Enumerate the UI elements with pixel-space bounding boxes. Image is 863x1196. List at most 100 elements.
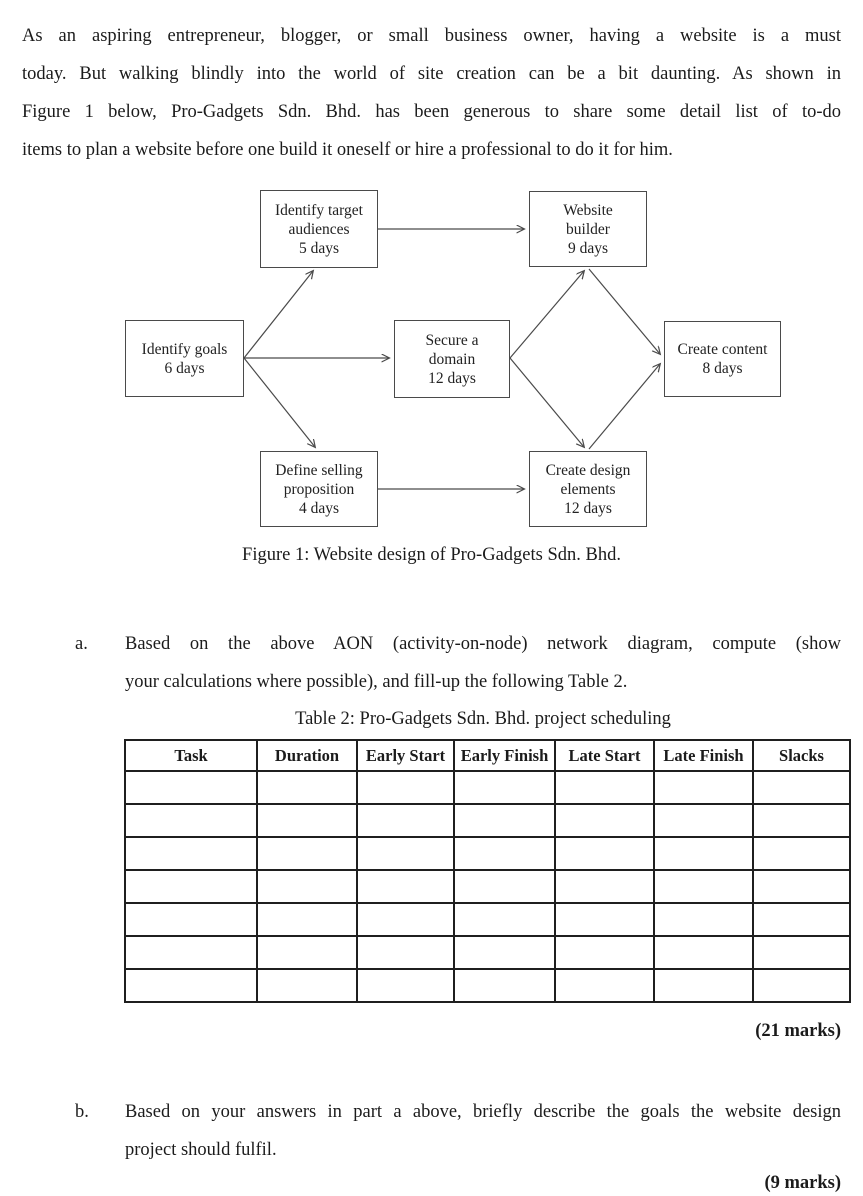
table-cell <box>356 968 455 1003</box>
question-b-line: project should fulfil. <box>125 1140 277 1160</box>
table-cell <box>256 803 358 838</box>
col-header-early-finish: Early Finish <box>453 739 556 772</box>
table-cell <box>453 902 556 937</box>
question-a-label: a. <box>75 634 88 654</box>
table-cell <box>752 869 851 904</box>
scheduling-table: Task Duration Early Start Early Finish L… <box>124 739 851 1003</box>
arrow-domain-to-builder <box>509 271 584 359</box>
table-cell <box>752 770 851 805</box>
node-label: Identify goals <box>141 340 228 358</box>
node-label: Define selling proposition <box>275 461 363 498</box>
table-cell <box>453 869 556 904</box>
table-cell <box>256 935 358 970</box>
table-cell <box>124 935 258 970</box>
table-body <box>124 770 851 1003</box>
table-cell <box>356 869 455 904</box>
table-cell <box>124 902 258 937</box>
question-b-line: Based on your answers in part a above, b… <box>125 1102 841 1122</box>
table-cell <box>453 836 556 871</box>
table-cell <box>653 803 754 838</box>
question-a-line: your calculations where possible), and f… <box>125 672 628 692</box>
node-label: Website builder <box>563 201 613 238</box>
table-cell <box>356 770 455 805</box>
table-cell <box>653 902 754 937</box>
col-header-slacks: Slacks <box>752 739 851 772</box>
figure-caption: Figure 1: Website design of Pro-Gadgets … <box>242 545 621 565</box>
diagram-arrows <box>243 187 863 539</box>
table-row <box>124 902 851 937</box>
node-label: Create design elements <box>545 461 631 498</box>
table-cell <box>356 803 455 838</box>
table-row <box>124 803 851 838</box>
table-cell <box>124 968 258 1003</box>
table-cell <box>124 770 258 805</box>
arrow-goals-to-proposition <box>243 357 315 447</box>
question-b: b. Based on your answers in part a above… <box>22 1093 841 1169</box>
table-cell <box>653 869 754 904</box>
table-cell <box>653 770 754 805</box>
table-cell <box>752 803 851 838</box>
table-cell <box>256 902 358 937</box>
table-cell <box>752 902 851 937</box>
arrow-goals-to-audiences <box>243 271 313 359</box>
table-cell <box>124 803 258 838</box>
table-cell <box>752 968 851 1003</box>
col-header-early-start: Early Start <box>356 739 455 772</box>
intro-line: today. But walking blindly into the worl… <box>22 64 841 84</box>
table-cell <box>554 836 655 871</box>
table-cell <box>124 869 258 904</box>
table-cell <box>453 803 556 838</box>
question-b-text: Based on your answers in part a above, b… <box>125 1093 841 1169</box>
marks-question-b: (9 marks) <box>764 1173 841 1193</box>
node-create-design-elements: Create design elements 12 days <box>529 451 647 527</box>
node-label: Identify target audiences <box>275 201 363 238</box>
table-cell <box>356 836 455 871</box>
col-header-late-finish: Late Finish <box>653 739 754 772</box>
node-duration: 9 days <box>567 239 609 257</box>
table-cell <box>554 968 655 1003</box>
table-cell <box>256 836 358 871</box>
table-cell <box>256 968 358 1003</box>
table-caption: Table 2: Pro-Gadgets Sdn. Bhd. project s… <box>295 709 671 729</box>
node-duration: 6 days <box>164 359 205 377</box>
table-cell <box>356 902 455 937</box>
table-row <box>124 836 851 871</box>
col-header-late-start: Late Start <box>554 739 655 772</box>
node-create-content: Create content 8 days <box>664 321 781 397</box>
table-cell <box>256 869 358 904</box>
node-define-selling-proposition: Define selling proposition 4 days <box>260 451 378 527</box>
table-cell <box>256 770 358 805</box>
arrow-design-to-content <box>588 364 660 450</box>
table-cell <box>752 935 851 970</box>
node-duration: 4 days <box>298 499 340 517</box>
node-identify-goals: Identify goals 6 days <box>125 320 244 397</box>
question-b-label: b. <box>75 1102 89 1122</box>
node-duration: 5 days <box>298 239 340 257</box>
intro-line: As an aspiring entrepreneur, blogger, or… <box>22 26 841 46</box>
intro-line: items to plan a website before one build… <box>22 140 673 160</box>
node-duration: 8 days <box>702 360 743 377</box>
table-row <box>124 935 851 970</box>
arrow-builder-to-content <box>588 268 660 354</box>
col-header-duration: Duration <box>256 739 358 772</box>
col-header-task: Task <box>124 739 258 772</box>
table-cell <box>356 935 455 970</box>
table-cell <box>453 770 556 805</box>
table-row <box>124 869 851 904</box>
aon-network-diagram: Identify goals 6 days Identify target au… <box>22 187 841 539</box>
node-label: Secure a domain <box>425 331 479 368</box>
marks-question-a: (21 marks) <box>755 1021 841 1041</box>
table-cell <box>554 935 655 970</box>
intro-paragraph: As an aspiring entrepreneur, blogger, or… <box>22 17 841 169</box>
table-cell <box>453 935 556 970</box>
question-a-text: Based on the above AON (activity-on-node… <box>125 625 841 701</box>
table-cell <box>653 968 754 1003</box>
table-cell <box>653 836 754 871</box>
table-row <box>124 968 851 1003</box>
node-secure-a-domain: Secure a domain 12 days <box>394 320 510 398</box>
question-a-line: Based on the above AON (activity-on-node… <box>125 634 841 654</box>
table-cell <box>453 968 556 1003</box>
table-cell <box>554 902 655 937</box>
node-label: Create content <box>677 341 768 358</box>
